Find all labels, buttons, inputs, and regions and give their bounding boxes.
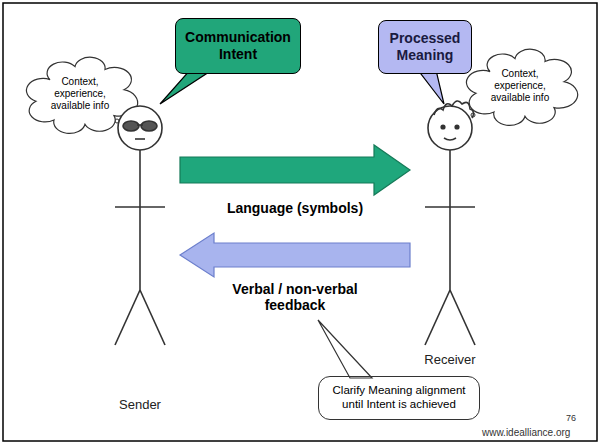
intent-callout: Communication Intent (175, 18, 301, 74)
mouth (135, 138, 145, 140)
leg (450, 290, 475, 345)
thought-cloud: Context, experience, available info (30, 58, 130, 130)
sunglasses (123, 121, 139, 131)
sunglasses (141, 121, 157, 131)
meaning-callout: Processed Meaning (378, 20, 472, 74)
cloud-outline (466, 49, 577, 125)
block-arrow (180, 145, 410, 195)
leg (140, 290, 165, 345)
arms (425, 206, 475, 208)
hair (434, 101, 474, 118)
callout-tail (418, 70, 444, 104)
figure-label: Receiver (410, 352, 490, 368)
leg (115, 290, 140, 345)
sender-figure: Sender (100, 95, 180, 415)
callout-pointer (318, 320, 372, 378)
arms (115, 206, 165, 208)
eye (455, 125, 459, 129)
mouth (444, 138, 456, 140)
page-number: 76 (566, 413, 576, 423)
node-text: Context, experience, available info (483, 68, 557, 104)
sunglasses (137, 124, 143, 126)
leg (425, 290, 450, 345)
watermark: www.idealliance.org (482, 427, 570, 438)
receiver-figure: Receiver (410, 95, 490, 370)
node-text: Communication Intent (182, 29, 294, 63)
block-arrow (180, 233, 410, 277)
eye (441, 125, 445, 129)
figure-label: Sender (100, 397, 180, 413)
node-text: Context, experience, available info (43, 76, 117, 112)
stick-figure (100, 95, 180, 415)
node-text: Processed Meaning (384, 30, 466, 64)
node-text: Clarify Meaning alignment until Intent i… (325, 384, 473, 412)
body (449, 150, 451, 290)
note-box: Clarify Meaning alignment until Intent i… (318, 376, 480, 420)
arrow-label: Verbal / non-verbal feedback (220, 281, 370, 313)
body (139, 150, 141, 290)
arrow-label: Language (symbols) (210, 200, 380, 216)
frame (3, 3, 597, 441)
callout-tail (160, 70, 212, 104)
head (118, 106, 162, 150)
thought-cloud: Context, experience, available info (470, 50, 570, 122)
stick-figure (410, 95, 490, 370)
